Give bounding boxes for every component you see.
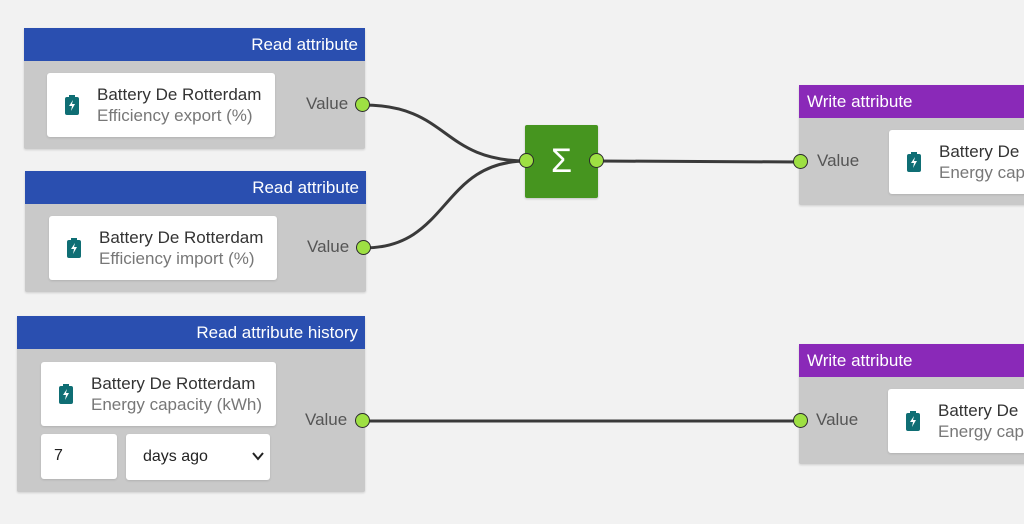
write1-input-port[interactable] (793, 154, 808, 169)
asset-attribute-card[interactable]: Battery De Rotterdam Energy capacity (kW… (889, 130, 1024, 194)
asset-name: Battery De Rotterdam (938, 401, 1024, 420)
write-attribute-node-1[interactable]: Write attribute Value Battery De Rotterd… (799, 85, 1024, 205)
history-period-select[interactable]: days ago (126, 434, 270, 480)
history-output-port[interactable] (355, 413, 370, 428)
input-port-label: Value (816, 410, 859, 429)
attribute-name: Energy capacity (kWh) (939, 163, 1024, 182)
asset-attribute-card[interactable]: Battery De Rotterdam Efficiency export (… (47, 73, 275, 137)
wire-sum-to-write1[interactable] (596, 159, 802, 164)
asset-attribute-card[interactable]: Battery De Rotterdam Energy capacity (kW… (41, 362, 276, 426)
battery-icon (59, 384, 73, 404)
node-title: Write attribute (799, 85, 1024, 118)
attribute-name: Energy capacity (kWh) (938, 422, 1024, 441)
write-attribute-node-2[interactable]: Write attribute Value Battery De Rotterd… (799, 344, 1024, 464)
node-title: Read attribute (25, 171, 366, 204)
history-period-value: days ago (143, 448, 208, 465)
asset-name: Battery De Rotterdam (97, 85, 262, 104)
wire-read1-to-sum[interactable] (362, 103, 528, 163)
asset-name: Battery De Rotterdam (91, 374, 256, 393)
read-attribute-node-2[interactable]: Read attribute Battery De Rotterdam Effi… (25, 171, 366, 292)
battery-icon (907, 152, 921, 172)
output-port-label: Value (305, 410, 348, 429)
read2-output-port[interactable] (356, 240, 371, 255)
attribute-name: Efficiency import (%) (99, 249, 255, 268)
node-title: Read attribute history (17, 316, 365, 349)
output-port-label: Value (307, 237, 350, 256)
asset-name: Battery De Rotterdam (99, 228, 264, 247)
sum-input-port[interactable] (519, 153, 534, 168)
battery-icon (906, 411, 920, 431)
read-attribute-node-1[interactable]: Read attribute Battery De Rotterdam Effi… (24, 28, 365, 149)
write2-input-port[interactable] (793, 413, 808, 428)
battery-icon (65, 95, 79, 115)
history-amount-input[interactable]: 7 (41, 434, 117, 479)
node-title: Write attribute (799, 344, 1024, 377)
sum-icon: Σ (550, 142, 573, 180)
asset-name: Battery De Rotterdam (939, 142, 1024, 161)
attribute-name: Energy capacity (kWh) (91, 395, 262, 414)
output-port-label: Value (306, 94, 349, 113)
chevron-down-icon (252, 452, 264, 461)
node-title: Read attribute (24, 28, 365, 61)
asset-attribute-card[interactable]: Battery De Rotterdam Efficiency import (… (49, 216, 277, 280)
sum-output-port[interactable] (589, 153, 604, 168)
attribute-name: Efficiency export (%) (97, 106, 253, 125)
battery-icon (67, 238, 81, 258)
wire-read2-to-sum[interactable] (363, 159, 528, 250)
input-port-label: Value (817, 151, 860, 170)
read1-output-port[interactable] (355, 97, 370, 112)
asset-attribute-card[interactable]: Battery De Rotterdam Energy capacity (kW… (888, 389, 1024, 453)
sum-operator-node[interactable]: Σ (525, 125, 598, 198)
